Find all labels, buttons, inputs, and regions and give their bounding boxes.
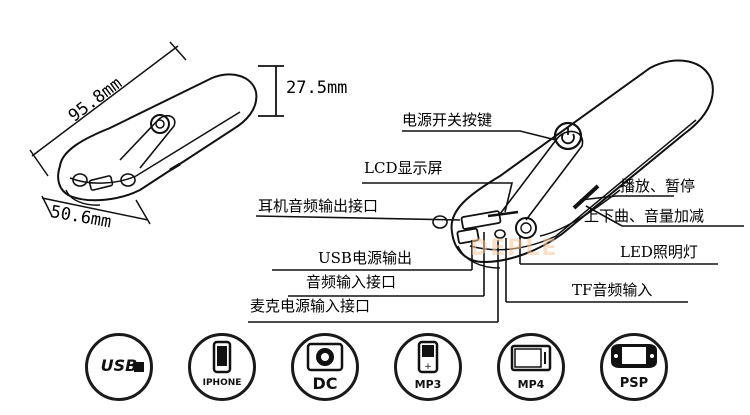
phone-icon: IPHONE (188, 333, 256, 401)
mp4-player-icon: MP4 (497, 333, 565, 401)
mp3-player-icon: + MP3 (394, 333, 462, 401)
svg-text:+: + (424, 362, 432, 372)
height-label: 27.5mm (286, 78, 348, 98)
tf-audio-label: TF音频输入 (572, 281, 653, 299)
compatible-devices-row: USB IPHONE DC + MP3 (85, 333, 675, 408)
mp4-player-icon-label: MP4 (517, 378, 545, 391)
small-device (57, 73, 258, 206)
usb-out-label: USB电源输出 (318, 249, 412, 267)
height-dimension (258, 65, 284, 117)
psp-icon: PSP (600, 333, 668, 401)
camera-icon-label: DC (312, 374, 338, 393)
camera-icon: DC (291, 333, 359, 401)
length-dimension (29, 41, 187, 177)
audio-in-label: 音频输入接口 (306, 273, 397, 291)
phone-icon-label: IPHONE (202, 378, 242, 388)
power-switch-label: 电源开关按键 (402, 111, 493, 129)
mp3-player-icon-label: MP3 (414, 378, 442, 391)
play-pause-label: 播放、暂停 (620, 177, 696, 195)
track-volume-label: 上下曲、音量加减 (584, 207, 705, 225)
lcd-label: LCD显示屏 (364, 159, 443, 177)
width-dimension (41, 195, 151, 225)
headphone-label: 耳机音频输出接口 (258, 197, 379, 215)
usb-icon-label: USB (100, 356, 138, 375)
usb-icon: USB (85, 333, 153, 401)
mic-power-label: 麦克电源输入接口 (250, 297, 371, 315)
led-label: LED照明灯 (620, 243, 698, 261)
psp-icon-label: PSP (619, 376, 649, 391)
leader-lines (248, 130, 744, 323)
watermark: DEPLE (470, 236, 559, 261)
